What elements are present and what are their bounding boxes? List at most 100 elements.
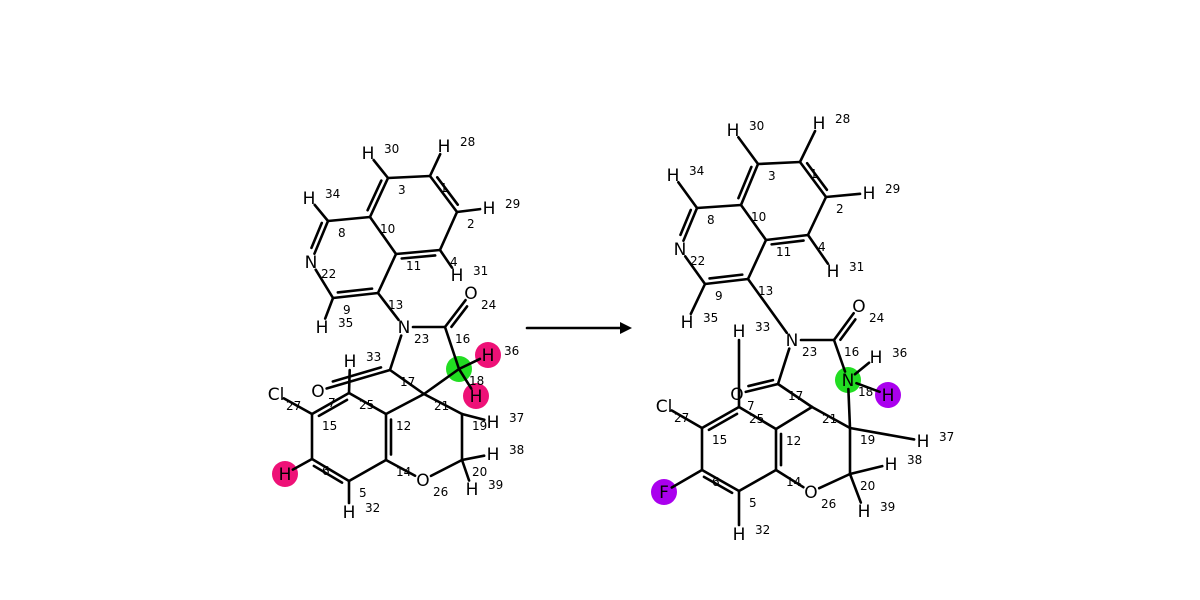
reactant-atom-label-r33: H — [344, 352, 357, 372]
reactant-bond-r16-r18 — [443, 325, 461, 371]
product-atom-label-p37: H — [917, 432, 930, 452]
product-atom-index-p5: 5 — [749, 496, 757, 510]
product-atom-label-p18: N — [842, 371, 855, 391]
product-atom-index-p22: 22 — [690, 254, 705, 268]
reactant-atom-index-r33: 33 — [366, 350, 381, 364]
product-atom-index-p12: 12 — [786, 434, 801, 448]
product-atom-label-p26: O — [804, 483, 817, 503]
reactant-bond-r1-r28 — [428, 152, 442, 178]
reactant-bond-r8-r22-second — [310, 221, 324, 250]
product-atom-label-p30: H — [727, 121, 740, 141]
reactant-atom-index-r38: 38 — [509, 443, 524, 457]
product-bond-p1-p28 — [798, 129, 817, 164]
product-bond-p5-p6-second — [702, 475, 734, 495]
reactant-atom-index-r12: 12 — [396, 419, 411, 433]
reactant-bond-r9-r13-second — [336, 287, 374, 294]
reactant-bond-r13-r23 — [376, 291, 400, 322]
reactant-atom-index-r4: 4 — [450, 255, 458, 269]
reactant-atom-index-r1: 1 — [440, 181, 448, 195]
product-atom-index-p4: 4 — [818, 240, 826, 254]
product-highlight-pF — [651, 479, 677, 505]
product-bond-p17-p7-second — [747, 378, 775, 388]
product-bond-p3-p10 — [739, 162, 760, 207]
reactant-atom-label-r24: O — [464, 284, 477, 304]
product-bond-p26-p14 — [774, 468, 805, 489]
reactant-atom-label-r31: H — [451, 266, 464, 286]
product-bond-p4-p2 — [806, 195, 828, 237]
reactant-bond-r23-r17 — [388, 334, 403, 372]
reactant-bond-r1-r2 — [428, 174, 459, 214]
product-atom-index-p14: 14 — [786, 475, 801, 489]
product-atom-index-p34: 34 — [689, 164, 704, 178]
reactant-atom-index-r6: 6 — [322, 464, 330, 478]
reactant-atom-index-r8: 8 — [338, 226, 346, 240]
product-bond-p9-p13 — [703, 277, 750, 286]
reactant-atom-index-r28: 28 — [460, 135, 475, 149]
reactant-atom-index-r24: 24 — [481, 298, 496, 312]
product-atom-index-p28: 28 — [835, 112, 850, 126]
product-atom-index-p20: 20 — [860, 479, 875, 493]
reactant-bond-r10-r8 — [326, 215, 372, 223]
reactant-atom-label-r27: Cl — [268, 385, 285, 405]
product-atom-label-p36: H — [870, 348, 883, 368]
reactant-atom-label-r36: H — [482, 346, 495, 366]
reactant-bond-r18-r36b — [457, 367, 473, 390]
product-bond-p5-p6 — [700, 468, 741, 493]
product-atom-label-p27: Cl — [656, 397, 673, 417]
reactant-bond-r20-r39 — [460, 458, 471, 482]
product-atom-index-p18: 18 — [858, 385, 873, 399]
product-bond-p1-p2 — [798, 160, 828, 199]
product-atom-index-p10: 10 — [751, 210, 766, 224]
product-bond-p11-p4-second — [770, 239, 805, 246]
product-atom-index-p25: 25 — [749, 412, 764, 426]
reactant-atom-label-r32: H — [343, 503, 356, 523]
product-atom-label-p29: H — [863, 184, 876, 204]
product-bond-p18-p19 — [847, 387, 852, 430]
product-bond-p1-p3 — [756, 160, 802, 166]
reactant-bond-r1-r2-second — [435, 176, 460, 206]
reactant-bond-r9-r35 — [323, 296, 335, 320]
reactant-bond-r2-r29 — [455, 207, 482, 214]
reactant-atom-index-r29: 29 — [505, 197, 520, 211]
reactant-bond-r17-r21 — [388, 368, 426, 396]
reactant-bond-r13-r11 — [376, 252, 398, 295]
product-bond-p21-p12 — [774, 405, 814, 431]
product-bond-p16-p24-second — [839, 318, 857, 342]
product-atom-index-p29: 29 — [885, 182, 900, 196]
product-atom-label-p23: N — [786, 331, 799, 351]
product-bond-p17-p21 — [776, 382, 814, 409]
reactant-bond-r17-r7 — [325, 368, 392, 390]
product-bond-p9-p35 — [689, 282, 707, 316]
reactant-bond-r8-r34 — [313, 203, 330, 223]
reaction-arrow — [525, 322, 632, 334]
reactant-bond-r4-r2 — [438, 210, 459, 252]
product-atom-label-p24: O — [852, 297, 865, 317]
product-bond-p20-p38 — [848, 464, 884, 476]
product-atom-index-p24: 24 — [869, 311, 884, 325]
product-bond-p18-pH18 — [855, 381, 881, 394]
highlight-layer — [272, 342, 901, 505]
reactant-bond-r5-r6-second — [312, 464, 344, 484]
reactant-atom-index-r22: 22 — [321, 267, 336, 281]
product-bond-p4-p31 — [806, 233, 830, 265]
reactant-atom-index-r35: 35 — [338, 316, 353, 330]
reactant-bond-r17-r7-second — [331, 366, 383, 383]
reactant-bond-r26-r14 — [384, 458, 417, 478]
product-bond-p8-p22-second — [679, 208, 693, 237]
product-bond-p20-p39 — [848, 472, 863, 504]
reactant-bond-r20-r38 — [460, 454, 486, 462]
product-atom-label-p39: H — [858, 502, 871, 522]
product-bond-p13-p23 — [746, 277, 789, 335]
product-atom-label-p35: H — [681, 313, 694, 333]
product-bond-p23-p17 — [776, 347, 791, 386]
reactant-bond-r14-r5 — [347, 458, 388, 483]
product-bond-p16-p18 — [832, 338, 847, 373]
product-atom-label-p32: H — [733, 525, 746, 545]
reactant-atom-label-r36b: H — [470, 387, 483, 407]
reactant-atom-index-r17: 17 — [400, 375, 415, 389]
reactant-bond-r8-r22 — [313, 219, 330, 255]
product-atom-index-p36: 36 — [892, 346, 907, 360]
